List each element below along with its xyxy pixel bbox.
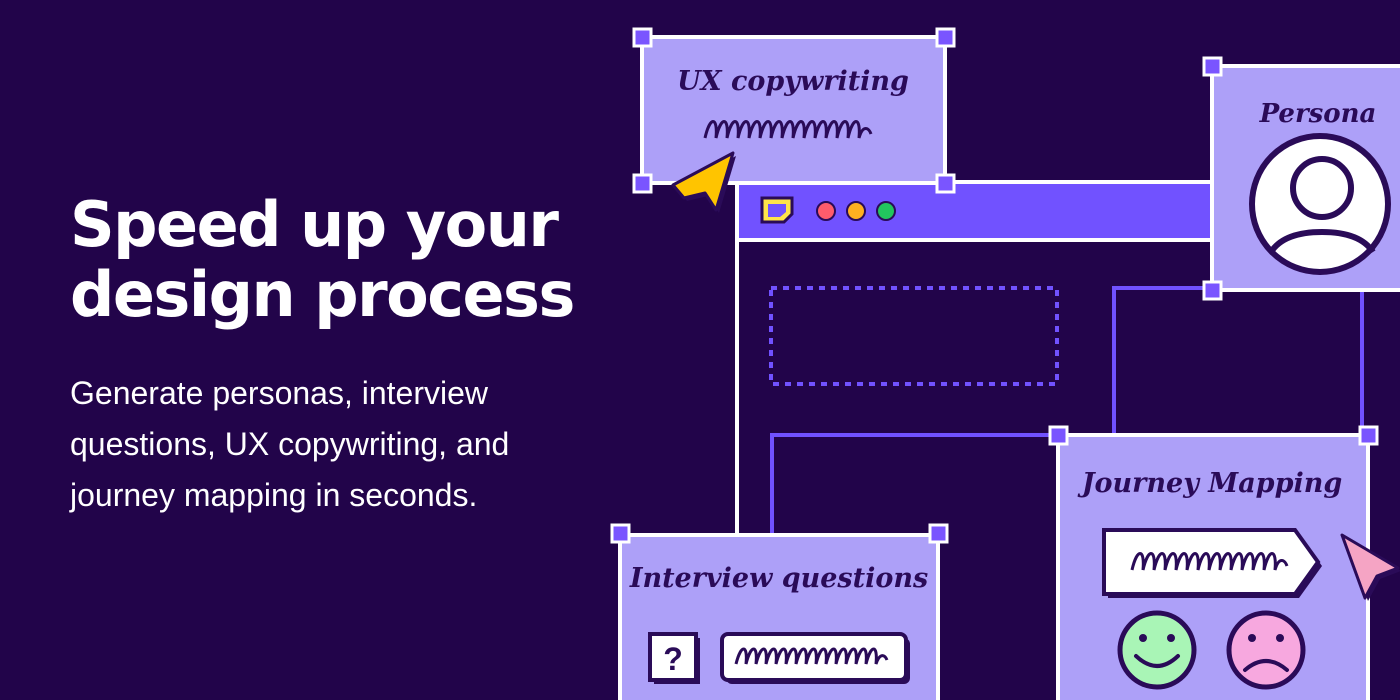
window-dot-green	[876, 201, 896, 221]
journey-mapping-card: Journey Mapping	[1048, 425, 1379, 700]
question-mark-icon: ?	[648, 632, 700, 684]
subtext-line-3: journey mapping in seconds.	[70, 477, 478, 513]
selection-handle[interactable]	[928, 523, 949, 544]
connector-lines	[770, 286, 1364, 540]
subtext-line-2: questions, UX copywriting, and	[70, 426, 510, 462]
selection-handle[interactable]	[935, 173, 956, 194]
journey-mapping-title: Journey Mapping	[1077, 468, 1342, 499]
question-mark-glyph: ?	[663, 641, 683, 677]
cursor-arrow-pink	[1340, 533, 1400, 601]
subtext: Generate personas, interview questions, …	[70, 368, 509, 521]
happy-face-icon	[1117, 610, 1197, 690]
selection-handle[interactable]	[1202, 280, 1223, 301]
selection-handle[interactable]	[1048, 425, 1069, 446]
scribble	[734, 647, 889, 665]
sad-face-icon	[1226, 610, 1306, 690]
user-avatar-icon	[1249, 133, 1391, 275]
subtext-line-1: Generate personas, interview	[70, 375, 488, 411]
scribble	[1130, 552, 1289, 571]
ux-copywriting-title: UX copywriting	[677, 66, 909, 97]
persona-title: Persona	[1259, 99, 1377, 129]
interview-questions-title: Interview questions	[629, 563, 928, 594]
cursor-arrow-yellow	[671, 151, 736, 213]
scribble	[703, 120, 873, 139]
selection-handle[interactable]	[610, 523, 631, 544]
sticky-note-icon	[760, 196, 794, 224]
window-dot-yellow	[846, 201, 866, 221]
interview-questions-card: Interview questions ?	[610, 523, 949, 700]
window-dot-red	[816, 201, 836, 221]
selection-handle[interactable]	[1202, 56, 1223, 77]
persona-card: Persona	[1202, 56, 1400, 301]
headline-line-2: design process	[70, 258, 575, 331]
answer-field	[720, 632, 910, 684]
selection-handle[interactable]	[632, 173, 653, 194]
headline: Speed up your design process	[70, 188, 575, 331]
selection-handle[interactable]	[632, 27, 653, 48]
headline-line-1: Speed up your	[70, 188, 559, 261]
ux-copywriting-card: UX copywriting	[632, 27, 956, 194]
selection-handle[interactable]	[1358, 425, 1379, 446]
journey-arrow-label	[1102, 528, 1322, 598]
selection-handle[interactable]	[935, 27, 956, 48]
